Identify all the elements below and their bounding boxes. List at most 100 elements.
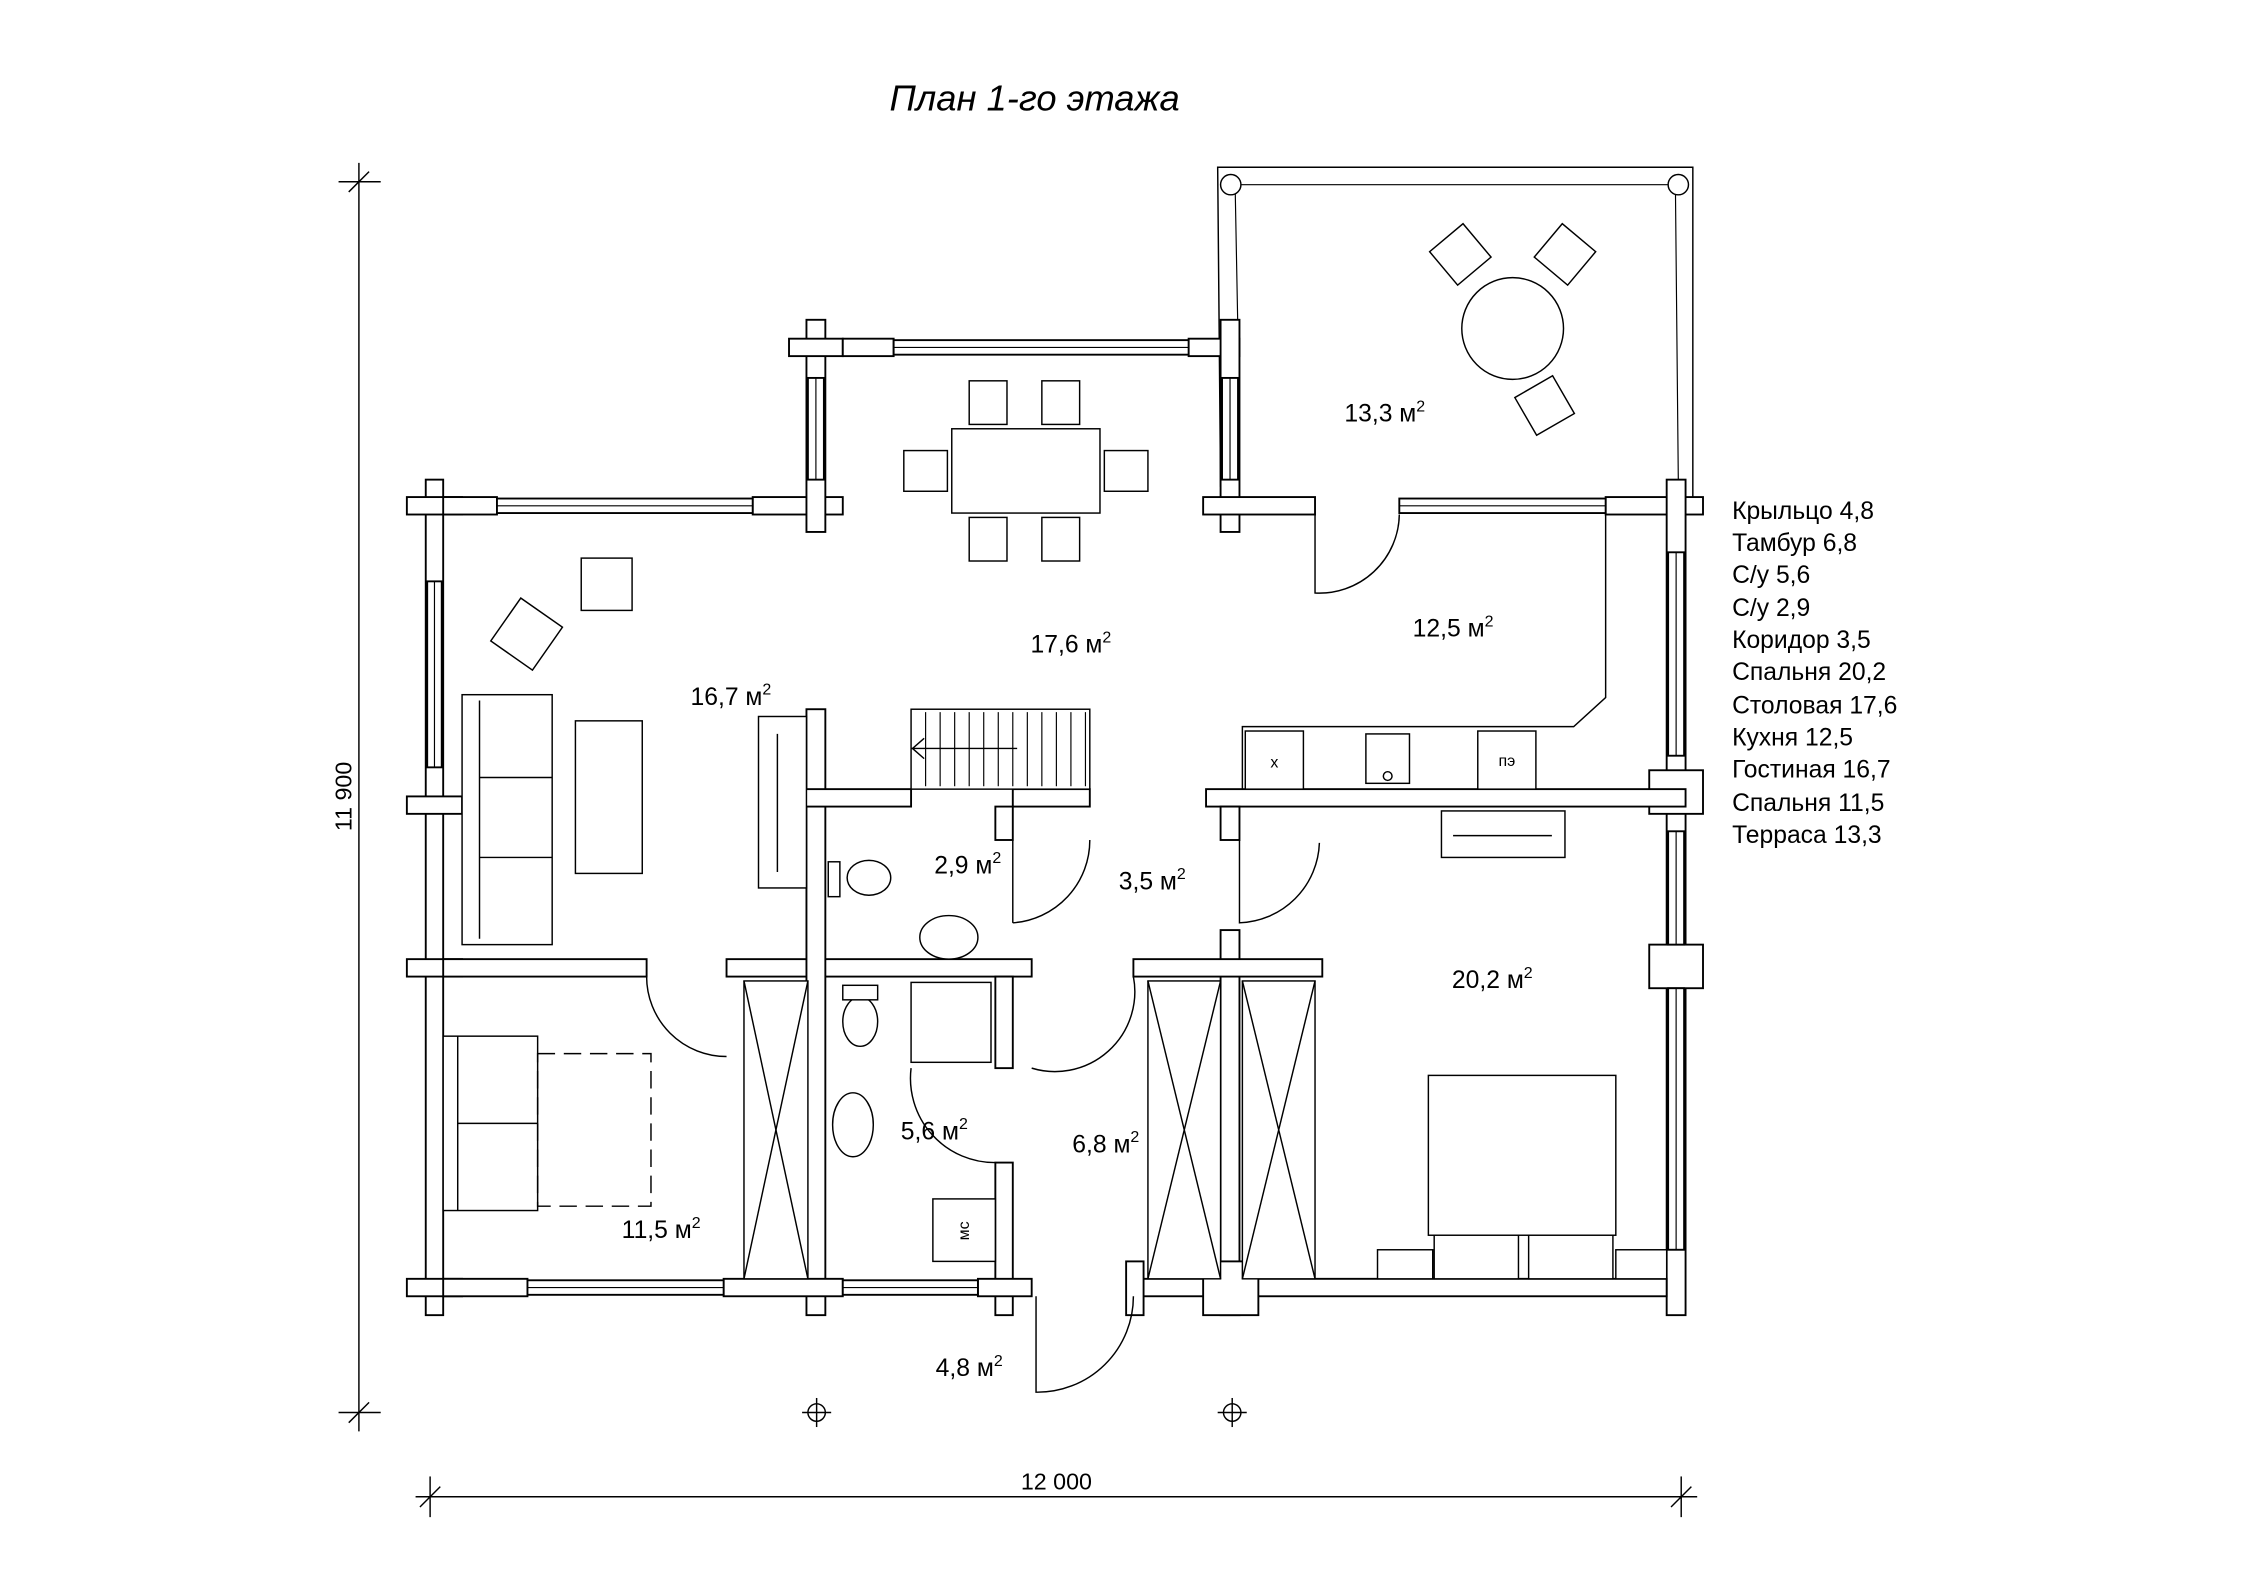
legend-item: Кухня 12,5 [1732, 725, 1853, 752]
stove-label: пэ [1498, 753, 1515, 770]
area-superscript: 2 [992, 850, 1001, 867]
fridge [1244, 730, 1305, 790]
wall-segment [788, 337, 844, 358]
room-area-living: 16,7 м2 [691, 682, 772, 711]
room-area-value: 12,5 м [1413, 616, 1485, 643]
room-area-corridor: 3,5 м2 [1119, 866, 1186, 895]
wall-segment [442, 496, 498, 516]
sink [831, 1092, 875, 1158]
room-area-kitchen: 12,5 м2 [1413, 613, 1494, 642]
living-furniture [461, 557, 808, 946]
wall-segment [788, 788, 913, 808]
room-area-wc-small: 2,9 м2 [934, 850, 1001, 879]
room-area-value: 17,6 м [1031, 632, 1103, 659]
legend-item: Гостиная 16,7 [1732, 757, 1891, 784]
door-swing[interactable] [1031, 976, 1136, 1073]
area-superscript: 2 [1524, 965, 1533, 982]
legend-item: Коридор 3,5 [1732, 627, 1871, 654]
area-superscript: 2 [1177, 866, 1186, 883]
room-area-value: 6,8 м [1072, 1131, 1130, 1158]
door-swing[interactable] [1238, 839, 1321, 924]
area-superscript: 2 [692, 1215, 701, 1232]
legend-item: Крыльцо 4,8 [1732, 498, 1874, 525]
tv-stand [757, 715, 808, 889]
windows [426, 339, 1686, 1296]
wall-segment [994, 975, 1014, 1070]
terrace-chair [1428, 222, 1493, 287]
door-swing[interactable] [909, 1068, 996, 1164]
double-bed [1427, 1074, 1617, 1236]
area-superscript: 2 [994, 1353, 1003, 1370]
room-area-bedroom-small: 11,5 м2 [622, 1215, 701, 1244]
wall-segment [751, 496, 844, 516]
room-area-value: 13,3 м [1344, 401, 1416, 428]
terrace-table [1461, 276, 1565, 381]
door-swing[interactable] [1035, 1296, 1135, 1393]
staircase [910, 708, 1091, 790]
wall-segment [841, 337, 895, 358]
room-area-value: 2,9 м [934, 852, 992, 879]
wall-segment [442, 958, 648, 978]
axis-marker [1217, 1397, 1247, 1428]
door-swing[interactable] [645, 976, 727, 1058]
area-superscript: 2 [1485, 613, 1494, 630]
axis-marker [802, 1397, 832, 1428]
legend-item: С/у 5,6 [1732, 562, 1810, 589]
sink [919, 914, 979, 960]
area-superscript: 2 [959, 1116, 968, 1133]
wall-segment [1011, 788, 1091, 808]
fridge-label: х [1270, 754, 1278, 771]
wall-segment [1205, 788, 1687, 808]
terrace-outline [1216, 166, 1694, 499]
legend-item: Спальня 20,2 [1732, 659, 1886, 686]
doors [645, 514, 1401, 1393]
wall-segment [722, 1277, 844, 1298]
door-swing[interactable] [1314, 514, 1401, 594]
room-area-value: 3,5 м [1119, 868, 1177, 895]
height-dimension-label: 11 900 [331, 762, 357, 831]
area-superscript: 2 [1130, 1129, 1139, 1146]
legend-item: Столовая 17,6 [1732, 693, 1897, 720]
bedroom-tv-stand [1440, 810, 1566, 859]
wall-segment [1604, 496, 1704, 516]
room-area-value: 20,2 м [1452, 967, 1524, 994]
toilet [846, 859, 892, 896]
wall-segment [976, 1277, 1033, 1298]
width-dimension: 12 000 [415, 1469, 1698, 1518]
room-area-value: 11,5 м [622, 1217, 692, 1244]
wall-segment [1648, 943, 1704, 990]
wall-segment [1219, 805, 1241, 841]
width-dimension-label: 12 000 [1021, 1469, 1092, 1495]
room-labels: 13,3 м2 17,6 м2 12,5 м2 16,7 м2 2,9 м2 3… [622, 398, 1533, 1382]
toilet [842, 996, 879, 1048]
terrace-chair [1513, 374, 1576, 437]
kitchen-sink [1365, 733, 1411, 785]
wall-segment [1219, 929, 1241, 1317]
terrace-chair [1533, 222, 1597, 287]
washing-machine [932, 1198, 997, 1263]
dining-table [951, 428, 1101, 514]
room-area-value: 4,8 м [936, 1355, 994, 1382]
dining-set [903, 380, 1149, 562]
armchair [580, 557, 633, 612]
room-area-value: 5,6 м [901, 1118, 959, 1145]
legend-item: Тамбур 6,8 [1732, 530, 1857, 557]
height-dimension: 11 900 [331, 162, 381, 1432]
room-area-wc-large: 5,6 м2 [901, 1116, 968, 1145]
bathroom-fixtures: мс [827, 859, 997, 1263]
room-area-porch: 4,8 м2 [936, 1353, 1003, 1382]
wall-segment [994, 805, 1014, 841]
legend-item: Спальня 11,5 [1732, 790, 1884, 817]
wall-segment [405, 795, 464, 815]
closets [743, 980, 1316, 1280]
armchair [489, 597, 564, 672]
door-swing[interactable] [1012, 839, 1091, 924]
terrace-post [1667, 173, 1690, 196]
terrace-post [1219, 173, 1242, 196]
washer-label: мс [956, 1221, 973, 1240]
area-superscript: 2 [762, 682, 771, 699]
wall-segment [1132, 958, 1324, 978]
wall-segment [1202, 496, 1316, 516]
legend-item: Терраса 13,3 [1732, 822, 1882, 849]
